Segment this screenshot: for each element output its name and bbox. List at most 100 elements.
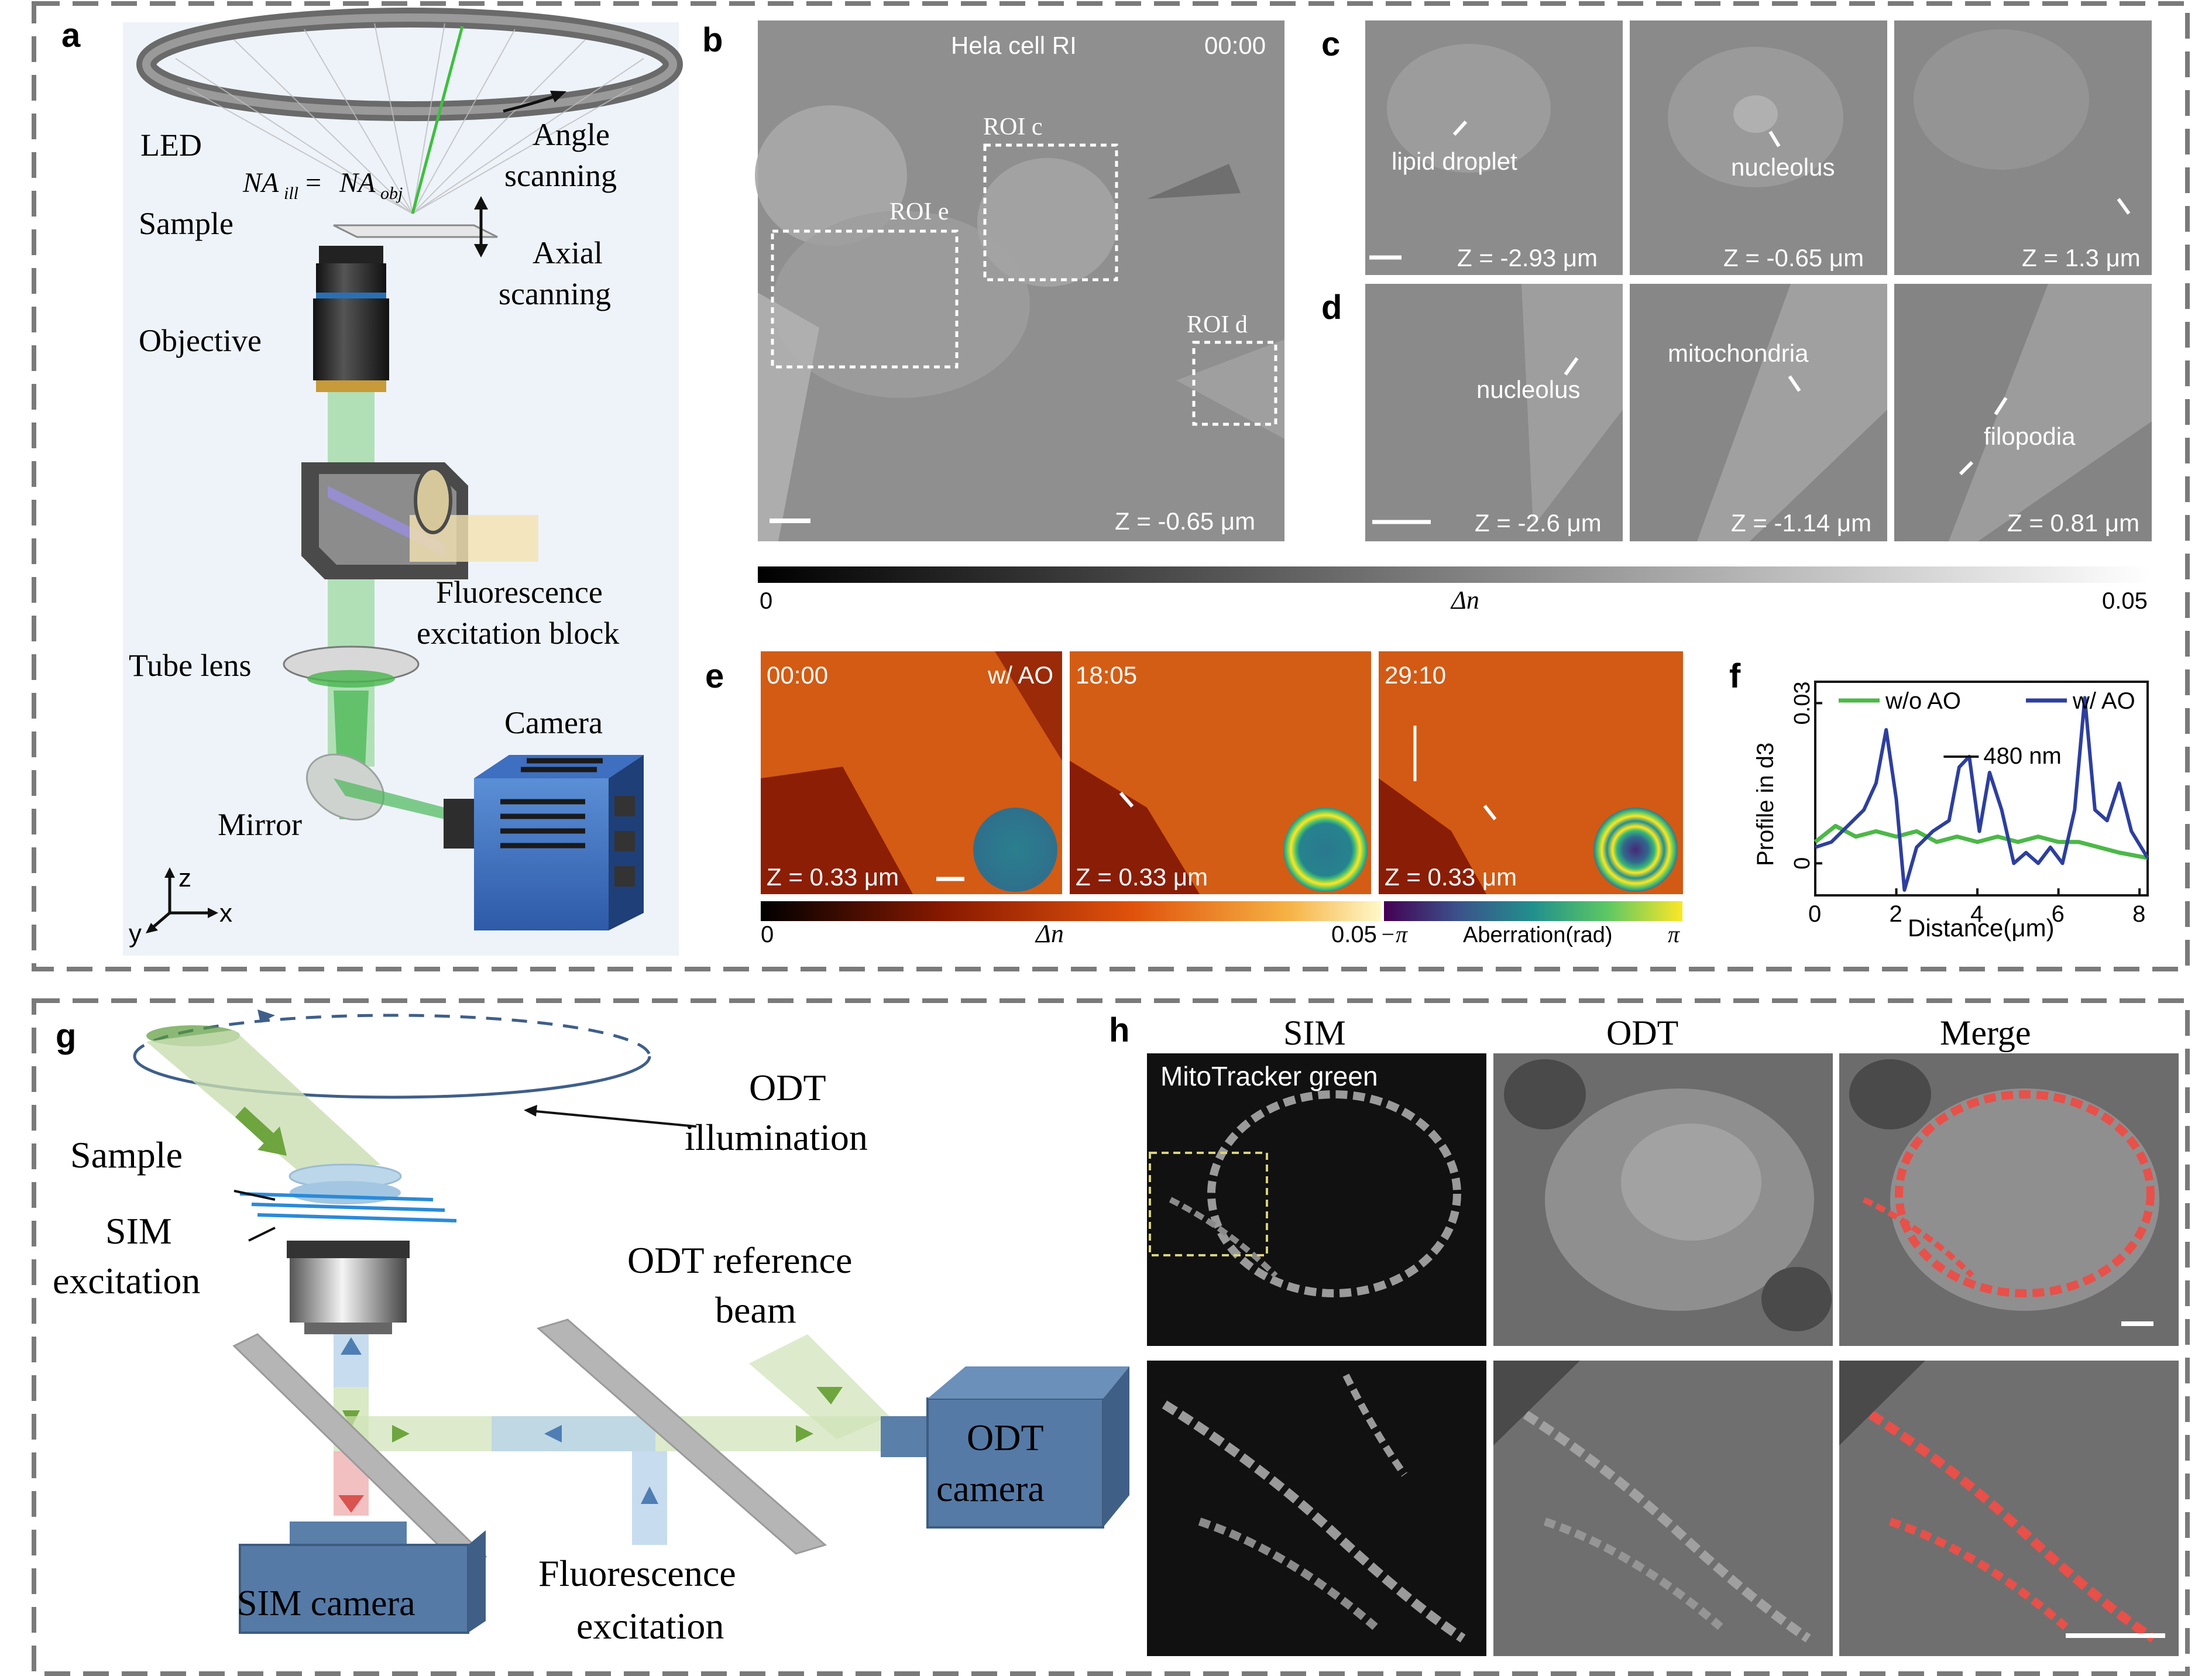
b-cell (755, 105, 907, 246)
panel-h: h SIM ODT Merge MitoTracker green (1109, 1011, 2179, 1656)
c-tile-3-z: Z = 1.3 μm (2022, 244, 2141, 272)
roi-d-label: ROI d (1187, 311, 1248, 338)
panel-e-letter: e (705, 657, 724, 695)
d-tile-2-arrow-icon (1788, 375, 1801, 392)
c-tile-2-label: nucleolus (1731, 153, 1835, 181)
gray-colorbar-label: Δn (1450, 586, 1479, 614)
odt-illumination-beam (146, 1030, 380, 1176)
camera (444, 755, 644, 930)
fluorescence-excitation-label-2: excitation (576, 1605, 724, 1647)
objective (313, 246, 389, 392)
top-frame (32, 1, 2190, 971)
odt-reference-label-2: beam (715, 1289, 796, 1331)
panel-f-letter: f (1729, 657, 1741, 695)
b-title: Hela cell RI (951, 32, 1077, 59)
c-tile-1-label: lipid droplet (1392, 147, 1517, 175)
roi-c-box (983, 143, 1118, 281)
e-tile-1: 00:00 w/ AO Z = 0.33 μm (761, 651, 1062, 894)
odt-illumination-label-1: ODT (749, 1067, 826, 1108)
h-sim-bottom (1147, 1361, 1486, 1656)
f-ylabel: Profile in d3 (1753, 743, 1778, 866)
panel-d: d nucleolus Z = -2.6 μm mitochondria Z =… (1321, 284, 2152, 541)
f-xtick-label-1: 2 (1890, 901, 1902, 927)
d-tile-2-z: Z = -1.14 μm (1731, 509, 1871, 537)
sim-camera (239, 1522, 486, 1634)
fluorescence-block-label-1: Fluorescence (436, 575, 603, 610)
d-tile-1-z: Z = -2.6 μm (1475, 509, 1602, 537)
h-odt-bottom (1493, 1361, 1833, 1656)
objective-label: Objective (139, 323, 262, 358)
hot-colorbar-min: 0 (761, 922, 774, 947)
c-tile-3: Z = 1.3 μm (1894, 20, 2152, 275)
odt-reference-label-1: ODT reference (627, 1239, 852, 1281)
d-tile-3-z: Z = 0.81 μm (2007, 509, 2139, 537)
f-xtick-label-2: 4 (1970, 901, 1983, 927)
roi-d-box (1192, 341, 1277, 426)
d-tile-2-label: mitochondria (1668, 339, 1809, 367)
e-tile-3: 29:10 Z = 0.33 μm (1379, 651, 1683, 894)
axis-x-label: x (219, 899, 232, 928)
h-odt-top (1493, 1053, 1833, 1346)
d-tile-3-arrow-icon-1 (1994, 397, 2008, 415)
f-xtick-label-4: 8 (2132, 901, 2145, 927)
panel-g: g ODT illumination Sample SIM excitation (53, 1009, 1129, 1647)
f-legend-label-0: w/o AO (1885, 688, 1961, 714)
h-col-sim: SIM (1283, 1014, 1346, 1052)
d-tile-1-arrow-icon (1564, 357, 1579, 376)
g-dichroic-2 (536, 1318, 827, 1555)
d-tile-3: filopodia Z = 0.81 μm (1894, 284, 2152, 541)
e-tile-1-pupil (973, 808, 1057, 892)
d-tile-1-label: nucleolus (1476, 376, 1580, 403)
h-sim-top: MitoTracker green (1147, 1053, 1486, 1346)
gray-colorbar: 0 Δn 0.05 (758, 566, 2151, 614)
aberration-colorbar-max: π (1668, 921, 1680, 947)
odt-illumination-label-2: illumination (685, 1117, 868, 1158)
roi-e-box (771, 229, 959, 369)
e-tile-2-pupil (1283, 808, 1368, 892)
panel-b-letter: b (702, 21, 723, 59)
gray-colorbar-min: 0 (760, 588, 772, 614)
aberration-colorbar (1384, 901, 1682, 921)
panel-a: a LED Angle scanning NA ill = NA ob (61, 8, 683, 956)
sim-excitation-label-1: SIM (105, 1210, 172, 1252)
roi-c-label: ROI c (983, 114, 1042, 140)
panel-c: c lipid droplet Z = -2.93 μm nucleolus Z… (1321, 20, 2152, 275)
f-xtick-label-0: 0 (1808, 901, 1821, 927)
na-obj-symbol: NA (339, 167, 376, 198)
e-tile-1-z: Z = 0.33 μm (767, 863, 899, 891)
d-tile-3-label: filopodia (1984, 423, 2076, 450)
b-z-label: Z = -0.65 μm (1115, 507, 1255, 535)
na-equation: NA ill = NA obj (242, 167, 403, 203)
f-series-0-line (1813, 823, 2148, 860)
hot-colorbar-max: 0.05 (1331, 922, 1377, 947)
na-ill-symbol: NA (242, 167, 279, 198)
f-axes-frame (1814, 681, 2149, 897)
angle-scanning-label-1: Angle (533, 117, 610, 152)
e-tile-2-time: 18:05 (1076, 661, 1137, 689)
c-tile-3-arrow-icon (2117, 198, 2131, 215)
odt-illumination-pointer (529, 1110, 697, 1128)
na-obj-subscript: obj (380, 184, 403, 203)
axis-z-label: z (178, 864, 191, 892)
panel-a-letter: a (61, 16, 81, 54)
gray-colorbar-max: 0.05 (2102, 588, 2148, 614)
odt-camera-label-1: ODT (967, 1417, 1044, 1458)
camera-label: Camera (504, 705, 603, 740)
c-tile-2: nucleolus Z = -0.65 μm (1630, 20, 1887, 275)
panel-g-letter: g (56, 1017, 76, 1055)
e-tile-3-z: Z = 0.33 μm (1385, 863, 1517, 891)
fluorescence-excitation-label-1: Fluorescence (538, 1553, 736, 1594)
d-tile-2: mitochondria Z = -1.14 μm (1630, 284, 1887, 541)
axial-scanning-label-1: Axial (533, 235, 603, 270)
aberration-colorbar-min: −π (1380, 921, 1408, 947)
panel-h-letter: h (1109, 1011, 1129, 1049)
f-xlabel: Distance(μm) (1908, 914, 2055, 942)
f-annotation-label: 480 nm (1983, 743, 2061, 769)
g-objective (287, 1241, 410, 1334)
e-tile-3-time: 29:10 (1385, 661, 1446, 689)
f-xtick-label-3: 6 (2052, 901, 2065, 927)
odt-camera-label-2: camera (936, 1468, 1045, 1509)
odt-camera (881, 1366, 1129, 1529)
